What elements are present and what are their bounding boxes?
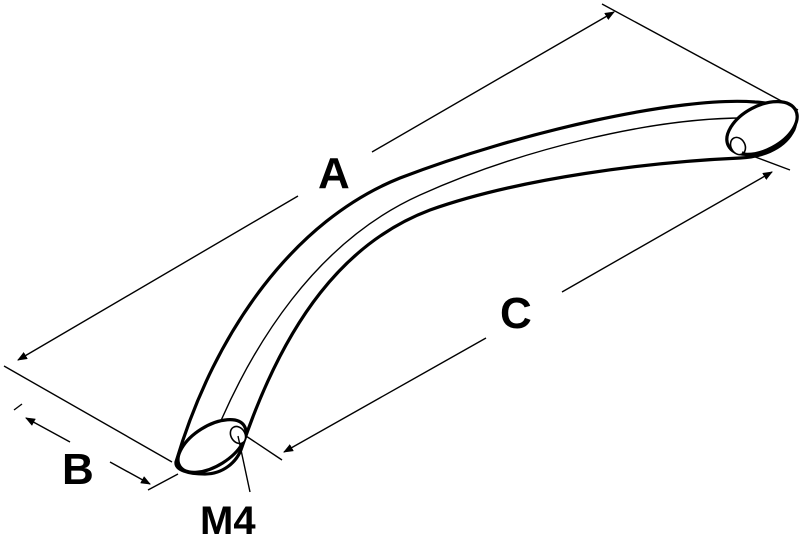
handle-contour-line (204, 117, 746, 461)
dimension-c-line-upper (561, 171, 773, 293)
right-foot (725, 100, 799, 156)
dimension-b-extension-left (13, 403, 23, 411)
left-foot-face (176, 418, 248, 474)
dimension-a-label: A (318, 149, 350, 198)
thread-callout: M4 (200, 435, 256, 543)
handle-outline (174, 99, 797, 476)
dimension-a-extension-left (3, 365, 173, 463)
handle-body (174, 99, 797, 476)
dimension-b-line-right (109, 461, 151, 485)
dimension-c: C (245, 151, 791, 461)
left-foot (176, 418, 248, 474)
dimension-c-extension-right (741, 151, 791, 171)
dimension-a: A (3, 3, 799, 463)
thread-leader-line (237, 435, 251, 493)
dimension-b-line-left (25, 417, 71, 443)
dimension-b-extension-right (147, 473, 179, 491)
dimension-c-extension-left (245, 435, 283, 461)
right-thread-hole (729, 136, 747, 156)
dimension-a-line-upper (371, 11, 615, 153)
thread-callout-label: M4 (200, 499, 256, 543)
dimension-b-label: B (62, 445, 94, 494)
dimension-c-label: C (500, 289, 532, 338)
dimension-a-line-lower (17, 195, 299, 361)
right-foot-face (725, 100, 799, 156)
left-thread-hole (229, 425, 247, 445)
dimension-c-line-lower (283, 337, 487, 453)
dimension-a-extension-right (601, 3, 799, 111)
dimension-b: B (13, 403, 179, 494)
